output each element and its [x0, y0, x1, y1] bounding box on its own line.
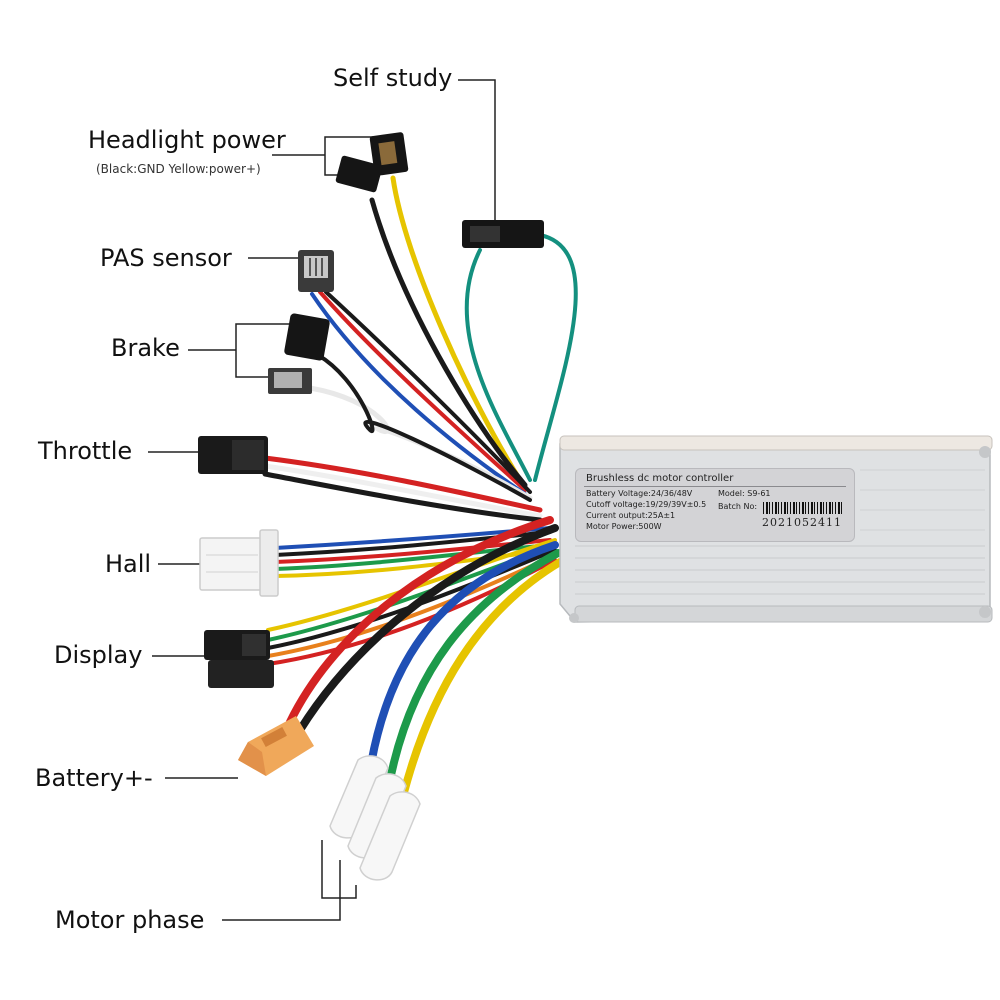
- wire-phase-blue: [366, 541, 559, 774]
- leader-self-study: [458, 79, 496, 228]
- wire-self-study-teal-b: [533, 233, 578, 482]
- hall-connector: [199, 529, 279, 597]
- battery-xt60-connector: [238, 716, 314, 776]
- nameplate-title: Brushless dc motor controller: [586, 473, 734, 484]
- leader-motor-bracket: [321, 840, 341, 899]
- leader-headlight-bracket: [324, 136, 375, 176]
- wires: [262, 175, 578, 804]
- wire-throttle-red: [262, 455, 543, 513]
- label-hall: Hall: [105, 550, 152, 578]
- headlight-connector-male: [335, 155, 383, 193]
- wire-display-orange: [266, 553, 557, 658]
- wire-phase-green: [384, 549, 562, 794]
- label-brake: Brake: [111, 334, 180, 362]
- headlight-connector-female: [369, 132, 409, 176]
- wire-battery-black: [296, 524, 559, 734]
- wire-pas-black: [324, 290, 532, 494]
- leader-lines: [148, 79, 496, 921]
- wire-pas-red: [318, 290, 527, 492]
- nameplate-cutoff-voltage: Cutoff voltage:19/29/39V±0.5: [586, 500, 707, 509]
- wire-brake-black: [316, 353, 532, 502]
- phase-sleeve-yellow: [359, 791, 421, 881]
- label-self-study: Self study: [333, 64, 453, 92]
- label-display: Display: [54, 641, 143, 669]
- wire-hall-green: [273, 543, 552, 571]
- motor-phase-connectors: [329, 755, 421, 881]
- label-headlight-power: Headlight power: [88, 126, 286, 154]
- brake-connector-lower: [268, 368, 312, 394]
- wire-throttle-black: [262, 471, 543, 523]
- wire-headlight-black: [369, 197, 528, 488]
- label-pas-sensor: PAS sensor: [100, 244, 232, 272]
- wire-throttle-white: [262, 463, 543, 519]
- wire-self-study-teal-a: [464, 248, 532, 482]
- connectors: [198, 132, 544, 881]
- screw-bottom-left: [569, 613, 579, 623]
- nameplate-current-output: Current output:25A±1: [586, 511, 676, 520]
- nameplate-battery-voltage: Battery Voltage:24/36/48V: [586, 489, 693, 498]
- leader-motor-bracket-2: [340, 885, 357, 899]
- wire-battery-red: [286, 516, 554, 726]
- wire-headlight-yellow: [390, 175, 523, 483]
- controller-nameplate: Brushless dc motor controller Battery Vo…: [575, 468, 855, 542]
- label-battery: Battery+-: [35, 764, 153, 792]
- wire-pas-blue: [310, 292, 527, 496]
- nameplate-motor-power: Motor Power:500W: [586, 522, 662, 531]
- screw-top-right: [979, 446, 991, 458]
- leader-brake-bracket: [235, 323, 290, 378]
- label-throttle: Throttle: [38, 437, 133, 465]
- wire-hall-black: [273, 530, 552, 557]
- label-headlight-note: (Black:GND Yellow:power+): [96, 162, 261, 176]
- nameplate-model: Model: S9-61: [718, 489, 771, 498]
- nameplate-divider: [584, 486, 846, 487]
- nameplate-batch-number: 2021052411: [762, 516, 842, 529]
- leader-motor-phase: [222, 898, 341, 921]
- wire-phase-yellow: [398, 558, 564, 804]
- screw-bottom-right: [979, 606, 991, 618]
- brake-connector-upper: [284, 313, 330, 361]
- display-connector: [204, 630, 274, 688]
- self-study-connector: [462, 220, 544, 248]
- nameplate-barcode: [763, 502, 843, 514]
- wire-hall-yellow: [273, 548, 552, 578]
- label-motor-phase: Motor phase: [55, 906, 205, 934]
- throttle-connector: [198, 436, 268, 474]
- nameplate-batch-label: Batch No:: [718, 502, 758, 511]
- pas-connector: [298, 250, 334, 292]
